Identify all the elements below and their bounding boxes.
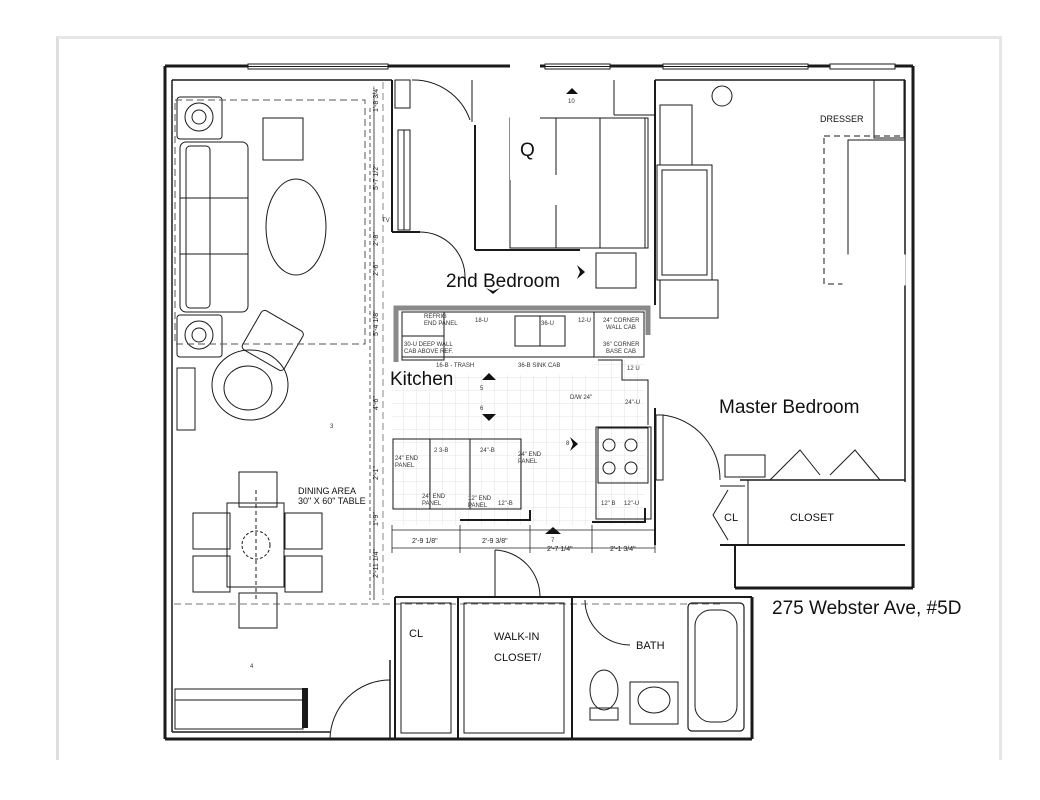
coffee-table	[265, 178, 327, 276]
cab-label: D/W 24"	[570, 395, 592, 401]
cab-label: END PANEL	[424, 321, 458, 327]
vertical-dimensions: 1'-8 3/4" 5'-7 1/2" 2'-8" 2'-6" 5'-4 1/8…	[373, 86, 380, 578]
address-label: 275 Webster Ave, #5D	[772, 598, 961, 619]
chevron-icon	[566, 88, 578, 94]
closets-bath-walls	[329, 549, 752, 740]
dining-set-icon	[192, 471, 323, 629]
kitchen-tile-floor	[392, 375, 597, 525]
dimension-lines	[373, 92, 656, 600]
cab-label: 12 U	[627, 366, 640, 372]
cab-label: BASE CAB	[606, 349, 636, 355]
marker-3: 3	[330, 424, 334, 430]
sofa-icon	[179, 141, 249, 313]
dim-label: 5'-7 1/2"	[373, 164, 380, 190]
dim-label: 4'-6"	[373, 396, 380, 410]
walkin-label-2: CLOSET/	[494, 652, 542, 664]
dim-label: 2'-7 1/4"	[547, 546, 573, 553]
second-bedroom-label: 2nd Bedroom	[446, 271, 560, 292]
marker-4: 4	[250, 664, 254, 670]
cab-label: CAB ABOVE REF.	[404, 349, 453, 355]
cab-label: 30-U DEEP WALL	[404, 342, 453, 348]
dim-label: 2'-1 3/4"	[610, 546, 636, 553]
dim-label: 5'-4 1/8"	[373, 310, 380, 336]
chevron-icon	[577, 265, 585, 279]
bath-label: BATH	[636, 640, 665, 652]
windows	[247, 63, 896, 70]
cab-label: 24" END	[422, 494, 446, 500]
bathtub-icon	[687, 602, 745, 732]
marker-8: 8	[566, 441, 570, 447]
stove-icon	[602, 438, 638, 475]
dresser-label: DRESSER	[820, 114, 864, 124]
cab-label: 2 3-B	[434, 448, 448, 454]
hall-cl-label: CL	[409, 628, 423, 640]
room-q-letter: Q	[520, 140, 535, 161]
cab-label: PANEL	[468, 503, 488, 509]
dim-label: 2'-9 3/8"	[482, 538, 508, 545]
cab-label: 12"-B	[498, 501, 513, 507]
cab-label: PANEL	[518, 459, 538, 465]
cab-label: 36-U	[541, 321, 554, 327]
dining-label: DINING AREA	[298, 486, 356, 496]
cab-label: 12" END	[468, 496, 492, 502]
kitchen-label: Kitchen	[390, 369, 453, 390]
cab-label: 36-B SINK CAB	[518, 363, 560, 369]
chevron-icon	[482, 414, 496, 421]
chevron-icon	[482, 373, 496, 380]
chevron-icon	[570, 437, 578, 451]
dim-label: 2'-1"	[373, 466, 380, 480]
cab-label: 24"-U	[625, 400, 640, 406]
rug-outline	[174, 99, 366, 345]
living-area	[174, 96, 327, 730]
armchair-icon	[211, 349, 289, 421]
marker-6: 6	[480, 406, 484, 412]
cab-label: 12" B	[601, 501, 615, 507]
chevron-icon	[486, 288, 500, 294]
cab-label: 16-B - TRASH	[436, 363, 474, 369]
kitchen-cabinets	[392, 311, 652, 520]
cab-label: PANEL	[395, 463, 415, 469]
marker-5: 5	[480, 386, 484, 392]
chevron-icon	[545, 527, 561, 534]
master-cl-label: CL	[724, 512, 738, 524]
dim-label: 2'-8"	[373, 232, 380, 246]
dim-label: 2'-11 1/4"	[373, 548, 380, 578]
dim-label: 1'-8 3/4"	[373, 86, 380, 112]
cab-label: 24" CORNER	[603, 318, 640, 324]
toilet-icon	[589, 669, 619, 721]
master-closet-label: CLOSET	[790, 512, 834, 524]
master-bedroom-label: Master Bedroom	[719, 397, 859, 418]
cab-label: WALL CAB	[606, 325, 636, 331]
second-bedroom-walls	[391, 79, 656, 305]
master-bedroom	[654, 79, 906, 545]
dim-label: 1'-9"	[373, 512, 380, 526]
sink-icon	[629, 681, 679, 725]
tv-label: TV	[382, 218, 390, 224]
dim-label: 2'-9 1/8"	[412, 538, 438, 545]
marker-7: 7	[551, 538, 555, 544]
cab-label: 24" END	[518, 452, 542, 458]
walkin-label: WALK-IN	[494, 631, 539, 643]
kitchen-walls	[393, 305, 651, 362]
cab-label: PANEL	[422, 501, 442, 507]
cab-label: 12"-U	[624, 501, 639, 507]
marker-10: 10	[568, 99, 575, 105]
cab-label: 18-U	[475, 318, 488, 324]
cab-label: REFRIG	[424, 314, 447, 320]
cab-label: 12-U	[578, 318, 591, 324]
cab-label: 36" CORNER	[603, 342, 640, 348]
dining-table-size: 30" X 60" TABLE	[298, 496, 366, 506]
cab-label: 24" END	[395, 456, 419, 462]
dim-label: 2'-6"	[373, 262, 380, 276]
cab-label: 24"-B	[480, 448, 495, 454]
radiator	[302, 688, 308, 728]
